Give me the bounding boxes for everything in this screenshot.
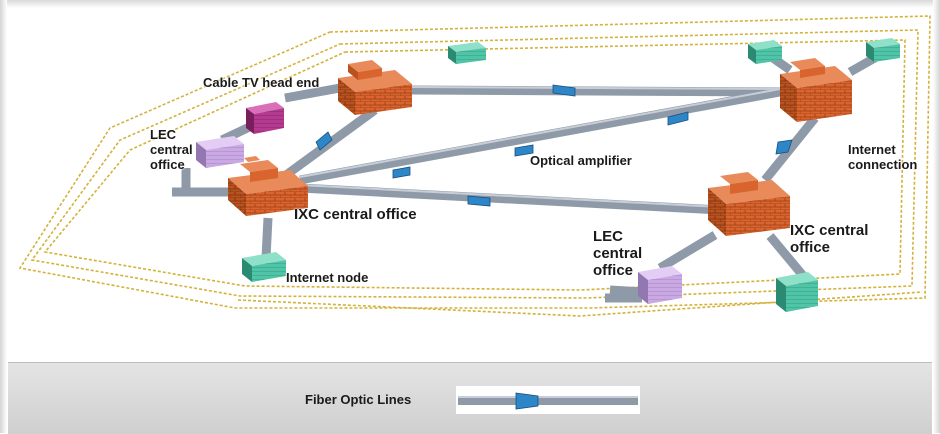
fiber-line-highlights xyxy=(299,86,781,208)
ixc-left-label: IXC central office xyxy=(294,206,417,223)
internet-node-bottom-right xyxy=(776,272,818,312)
ixc-building-right-top xyxy=(780,58,852,122)
internet-node-top xyxy=(448,42,486,64)
network-diagram xyxy=(18,15,931,317)
ixc-building-right xyxy=(708,172,790,236)
ixc-building-top xyxy=(338,60,412,115)
internet-node-top-right-a xyxy=(748,40,782,64)
internet-node-label: Internet node xyxy=(286,270,369,285)
internet-node-top-right-b xyxy=(866,38,900,62)
cable-tv-label: Cable TV head end xyxy=(203,75,320,90)
optical-amplifier-label: Optical amplifier xyxy=(530,153,632,168)
legend-fiber-symbol xyxy=(456,386,640,414)
legend-label: Fiber Optic Lines xyxy=(305,392,412,407)
right-edge xyxy=(933,0,940,433)
ixc-building-left xyxy=(228,156,308,216)
top-edge xyxy=(0,0,940,8)
cable-tv-head-end xyxy=(246,102,284,134)
internet-node-left xyxy=(242,252,286,282)
legend-amplifier-icon xyxy=(515,392,539,410)
ixc-right-label: IXC central office xyxy=(790,222,869,256)
optical-amplifiers xyxy=(315,84,793,207)
lec-left-label: LEC central office xyxy=(150,127,193,172)
left-edge xyxy=(0,0,7,433)
lec-office-left xyxy=(196,136,244,168)
lec-bottom-label: LEC central office xyxy=(593,228,643,279)
legend-panel xyxy=(8,362,932,434)
internet-connection-label: Internet connection xyxy=(848,142,918,172)
lec-office-bottom xyxy=(638,266,682,304)
